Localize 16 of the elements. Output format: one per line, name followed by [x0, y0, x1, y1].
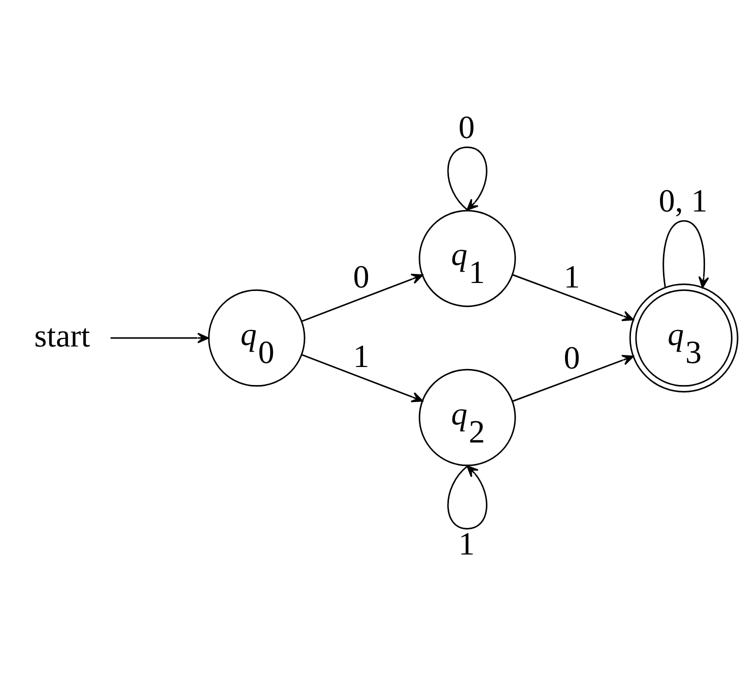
- node-text: start: [34, 318, 90, 354]
- arrow: [512, 274, 634, 322]
- arrow: [662, 220, 710, 288]
- arrow: [447, 465, 488, 530]
- edge-label: 1: [353, 338, 370, 375]
- edge-label: 0: [353, 259, 370, 296]
- arrow: [301, 354, 424, 402]
- edge-label: 1: [458, 526, 475, 563]
- arrow: [301, 274, 424, 322]
- arrow: [447, 146, 488, 211]
- edge-label: 0: [458, 110, 475, 146]
- arrow: [512, 354, 634, 402]
- edge-label: 0: [564, 340, 580, 376]
- edge-label: 0, 1: [658, 183, 708, 220]
- edge-label: 1: [564, 259, 580, 296]
- arrow: [110, 332, 209, 344]
